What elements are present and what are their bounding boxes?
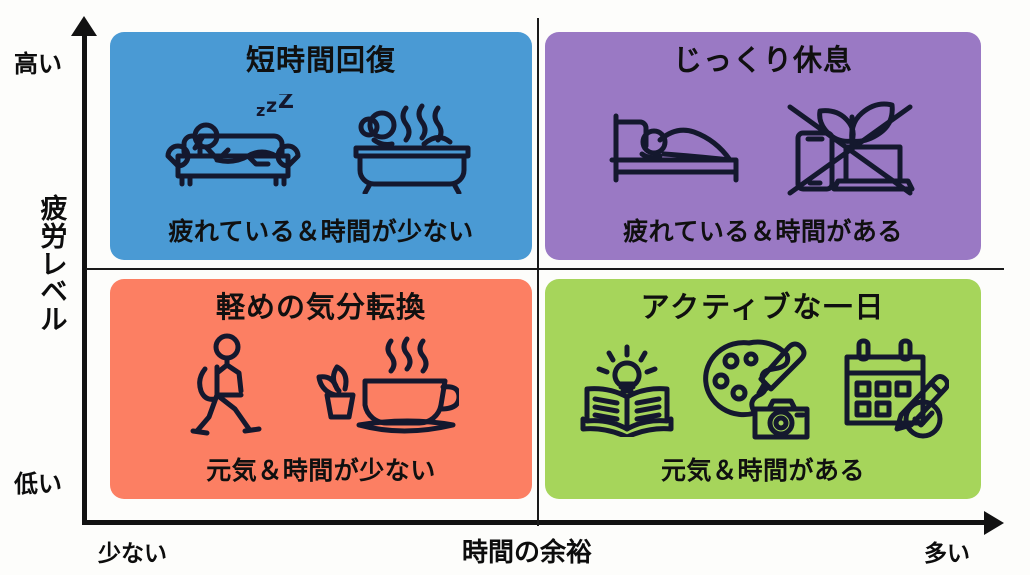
quadrant-top-left[interactable]: 短時間回復 z z Z [110,32,532,260]
quadrant-bottom-right[interactable]: アクティブな一日 [545,279,981,499]
svg-text:z: z [266,95,277,117]
vertical-divider [537,18,539,526]
y-axis-title-char: 労 [40,221,68,253]
x-axis-title: 時間の余裕 [462,538,593,568]
book-idea-icon [580,344,674,438]
y-axis-line [82,30,87,525]
tea-cup-icon [316,336,459,434]
quadrant-top-right[interactable]: じっくり休息 [545,32,981,260]
digital-detox-icon [787,101,915,196]
quadrant-caption: 疲れている＆時間が少ない [168,217,474,246]
y-axis-title: 疲 労 レ ベ ル [34,196,74,335]
y-axis-title-char: ル [40,305,68,337]
horizontal-divider [86,268,1004,270]
quadrant-bottom-left[interactable]: 軽めの気分転換 [110,279,532,499]
calendar-plan-icon [844,338,949,439]
svg-text:Z: Z [278,94,294,114]
quadrant-caption: 疲れている＆時間がある [623,217,903,246]
bathtub-icon [353,103,471,195]
sleeping-in-bed-icon [609,113,739,183]
y-axis-title-char: レ [40,249,68,281]
quadrant-caption: 元気＆時間がある [660,456,865,485]
quadrant-icon-row [545,77,981,212]
quadrant-title: じっくり休息 [672,43,853,77]
y-axis-title-char: 疲 [40,194,68,225]
napping-on-sofa-icon: z z Z [165,94,301,187]
x-axis-low-label: 少ない [98,541,167,567]
quadrant-icon-row [110,324,532,451]
quadrant-title: 軽めの気分転換 [215,290,426,324]
art-camera-icon [703,339,810,440]
svg-text:z: z [256,101,265,120]
x-axis-arrow-icon [984,511,1004,535]
quadrant-caption: 元気＆時間が少ない [206,456,436,485]
y-axis-title-char: ベ [40,277,68,309]
y-axis-arrow-icon [71,16,97,36]
y-axis-high-label: 高い [14,50,62,78]
quadrant-title: アクティブな一日 [640,290,886,324]
y-axis-low-label: 低い [14,470,62,498]
walking-person-icon [190,333,262,436]
quadrant-icon-row: z z Z [110,77,532,212]
x-axis-high-label: 多い [924,541,970,567]
quadrant-title: 短時間回復 [245,43,396,77]
quadrant-icon-row [545,324,981,451]
